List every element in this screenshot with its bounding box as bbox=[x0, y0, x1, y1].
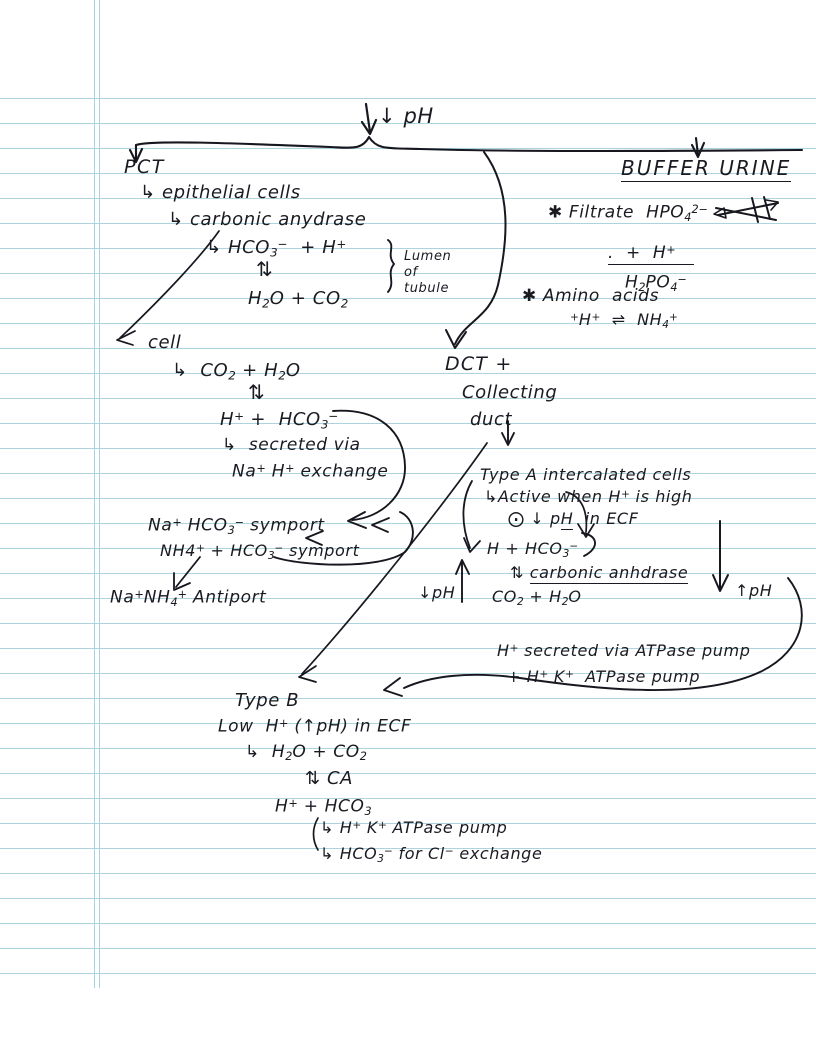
dct-to-typeb-arrowhead bbox=[298, 665, 317, 683]
type-a-left-brace-head bbox=[463, 537, 481, 553]
type-a-co2-h2o: CO2 + H2O bbox=[492, 587, 582, 608]
lumen-note-line2: of bbox=[404, 265, 418, 280]
type-a-ph-ecf: ⨀ ↓ pH in ECF bbox=[508, 509, 639, 530]
na-nh4-antiport: Na+NH4+ Antiport bbox=[110, 587, 267, 609]
left-up-arrowhead bbox=[455, 559, 470, 575]
pct-hco3-h: ↳ HCO3− + H+ bbox=[206, 237, 347, 260]
rule-line bbox=[0, 323, 816, 324]
h2po4-product: H2PO4− bbox=[625, 272, 687, 294]
ph-down-curve-arrowhead bbox=[383, 677, 403, 697]
na-hco3-symport: Na+ HCO3− symport bbox=[148, 515, 325, 537]
ph-down-arrow-shaft bbox=[364, 102, 372, 134]
margin-line-2 bbox=[99, 0, 100, 988]
rule-line bbox=[0, 923, 816, 924]
brace-to-dct-curve bbox=[454, 151, 507, 345]
amino-acids: ✱ Amino acids bbox=[522, 286, 660, 306]
rule-line bbox=[0, 148, 816, 149]
filtrate-plus-h: . + H+ bbox=[608, 242, 694, 265]
pct-epithelial-cells: ↳ epithelial cells bbox=[140, 182, 301, 203]
left-ph-down-marker: ↓pH bbox=[418, 583, 456, 602]
rule-line bbox=[0, 573, 816, 574]
rule-line bbox=[0, 698, 816, 699]
lumen-note-line3: tubule bbox=[404, 281, 450, 296]
cell-h-hco3: H+ + HCO3− bbox=[220, 409, 339, 432]
rule-line bbox=[0, 448, 816, 449]
cell-label: cell bbox=[148, 332, 182, 353]
nh4-hco3-symport: NH4+ + HCO3− symport bbox=[160, 541, 360, 562]
rule-line bbox=[0, 223, 816, 224]
collecting-label: Collecting bbox=[462, 382, 558, 403]
crossed-out-scribble bbox=[713, 196, 779, 223]
rule-line bbox=[0, 623, 816, 624]
symport-arrow-head bbox=[371, 517, 390, 533]
rule-line bbox=[0, 398, 816, 399]
type-a-carbonic-anhydrase: ⇅ carbonic anhdrase bbox=[510, 563, 689, 584]
pct-carbonic-anhydrase: ↳ carbonic anydrase bbox=[168, 209, 367, 230]
hco3-loop-upper-head bbox=[347, 511, 367, 529]
rule-line bbox=[0, 498, 816, 499]
type-a-h-hco3: H + HCO3− bbox=[487, 539, 579, 560]
right-ph-up-marker: ↑pH bbox=[735, 581, 773, 600]
dct-label: DCT + bbox=[445, 353, 513, 375]
rule-line bbox=[0, 523, 816, 524]
type-a-left-brace bbox=[462, 480, 473, 549]
rule-line bbox=[0, 873, 816, 874]
buffer-urine-arrow-shaft bbox=[694, 136, 700, 157]
filtrate-hpo4: ✱ Filtrate HPO42− bbox=[548, 202, 708, 224]
pct-label: PCT bbox=[124, 156, 165, 178]
rule-line bbox=[0, 898, 816, 899]
type-b-heading: Type B bbox=[235, 690, 300, 711]
type-b-bracket bbox=[312, 817, 319, 851]
rule-line bbox=[0, 473, 816, 474]
rule-line bbox=[0, 798, 816, 799]
rule-line bbox=[0, 423, 816, 424]
rule-line bbox=[0, 973, 816, 974]
lumen-brace bbox=[387, 239, 395, 293]
cell-co2-h2o: ↳ CO2 + H2O bbox=[172, 360, 301, 383]
type-a-right-curve bbox=[581, 532, 596, 557]
type-a-active-when: ↳Active when H+ is high bbox=[484, 487, 693, 506]
type-b-h2o-co2: ↳ H2O + CO2 bbox=[245, 742, 367, 764]
margin-line-1 bbox=[94, 0, 95, 988]
lumen-note-line1: Lumen bbox=[404, 249, 452, 264]
top-brace bbox=[134, 135, 804, 153]
type-b-ca-arrow: ⇅ CA bbox=[305, 768, 354, 789]
pct-equilibrium-arrow: ⇅ bbox=[256, 257, 274, 281]
pct-h2o-co2: H2O + CO2 bbox=[248, 288, 349, 311]
buffer-urine-arrowhead bbox=[690, 141, 706, 159]
duct-down-arrowhead bbox=[501, 432, 515, 446]
type-b-low-h: Low H+ (↑pH) in ECF bbox=[218, 716, 412, 737]
right-down-arrowhead bbox=[712, 574, 729, 592]
type-b-hco3-cl-exchange: ↳ HCO3− for Cl− exchange bbox=[320, 844, 543, 865]
ph-down-arrow-head bbox=[360, 118, 378, 136]
type-b-h-hco3: H+ + HCO3 bbox=[275, 796, 372, 818]
rule-line bbox=[0, 773, 816, 774]
rule-line bbox=[0, 948, 816, 949]
type-b-hk-atpase: ↳ H+ K+ ATPase pump bbox=[320, 818, 508, 837]
cell-equilibrium-arrow: ⇅ bbox=[248, 380, 266, 404]
cell-na-h-exchange: Na+ H+ exchange bbox=[232, 461, 389, 482]
rule-line bbox=[0, 348, 816, 349]
rule-line bbox=[0, 373, 816, 374]
brace-to-dct-arrowhead bbox=[445, 329, 467, 349]
rule-line bbox=[0, 198, 816, 199]
rule-line bbox=[0, 98, 816, 99]
rule-line bbox=[0, 548, 816, 549]
duct-label: duct bbox=[470, 409, 513, 430]
amino-h-nh4: +H+ ⇌ NH4+ bbox=[570, 310, 678, 331]
h-k-atpase: + H+ K+ ATPase pump bbox=[507, 667, 701, 686]
type-a-heading: Type A intercalated cells bbox=[480, 465, 692, 484]
pct-to-cell-arrowhead bbox=[116, 330, 136, 346]
buffer-urine-heading: BUFFER URINE bbox=[621, 156, 792, 182]
cell-secreted-via: ↳ secreted via bbox=[222, 435, 361, 455]
pct-to-cell-arrow bbox=[119, 230, 220, 339]
rule-line bbox=[0, 748, 816, 749]
top-ph-label: ↓ pH bbox=[378, 104, 434, 128]
h-secreted-atpase: H+ secreted via ATPase pump bbox=[497, 641, 751, 660]
rule-line bbox=[0, 298, 816, 299]
